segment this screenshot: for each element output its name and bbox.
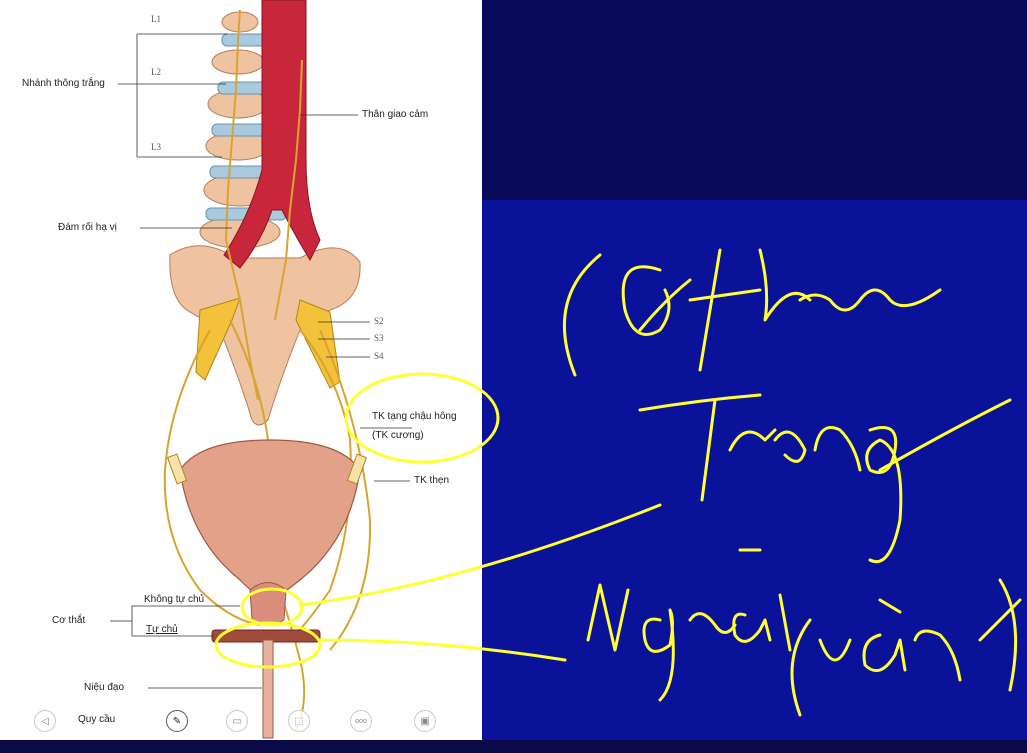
display-icon: ▣ <box>420 715 430 727</box>
back-button[interactable]: ◁ <box>34 710 56 732</box>
label-than-giao-cam: Thân giao cảm <box>362 109 429 120</box>
triangle-left-icon: ◁ <box>41 715 49 727</box>
anatomy-figure: L1 L2 L3 Nhánh thông trắng Thân giao cảm… <box>0 0 482 740</box>
label-nieu-dao: Niệu đạo <box>84 682 125 693</box>
slides-button[interactable]: ▭ <box>226 710 248 732</box>
label-quy-cau: Quy cầu <box>78 714 116 725</box>
label-nhanh-thong-trang: Nhánh thông trắng <box>22 78 105 89</box>
label-L3: L3 <box>151 142 161 152</box>
label-khong-tu-chu: Không tự chủ <box>144 594 205 605</box>
label-S2: S2 <box>374 316 384 326</box>
display-button[interactable]: ▣ <box>414 710 436 732</box>
pen-icon: ✎ <box>172 715 182 727</box>
label-tk-tang-chau-hong: TK tạng chậu hông <box>372 411 457 422</box>
label-L1: L1 <box>151 14 161 24</box>
presentation-toolbar: ◁ ✎ ▭ ⬚ ooo ▣ <box>30 708 450 736</box>
more-button[interactable]: ooo <box>350 710 372 732</box>
label-tu-chu: Tự chủ <box>146 624 178 635</box>
label-dam-roi-ha-vi: Đám rối hạ vị <box>58 222 117 233</box>
pen-button[interactable]: ✎ <box>166 710 188 732</box>
label-co-that: Cơ thắt <box>52 615 86 626</box>
label-S3: S3 <box>374 333 384 343</box>
slide-bottom-band <box>0 740 1027 753</box>
more-icon: ooo <box>355 717 367 725</box>
label-S4: S4 <box>374 351 384 361</box>
label-tk-then: TK thẹn <box>414 475 450 486</box>
label-tk-cuong: (TK cương) <box>372 430 424 441</box>
pointer-icon: ⬚ <box>294 715 304 727</box>
slides-icon: ▭ <box>232 715 242 727</box>
pointer-button[interactable]: ⬚ <box>288 710 310 732</box>
label-L2: L2 <box>151 67 161 77</box>
